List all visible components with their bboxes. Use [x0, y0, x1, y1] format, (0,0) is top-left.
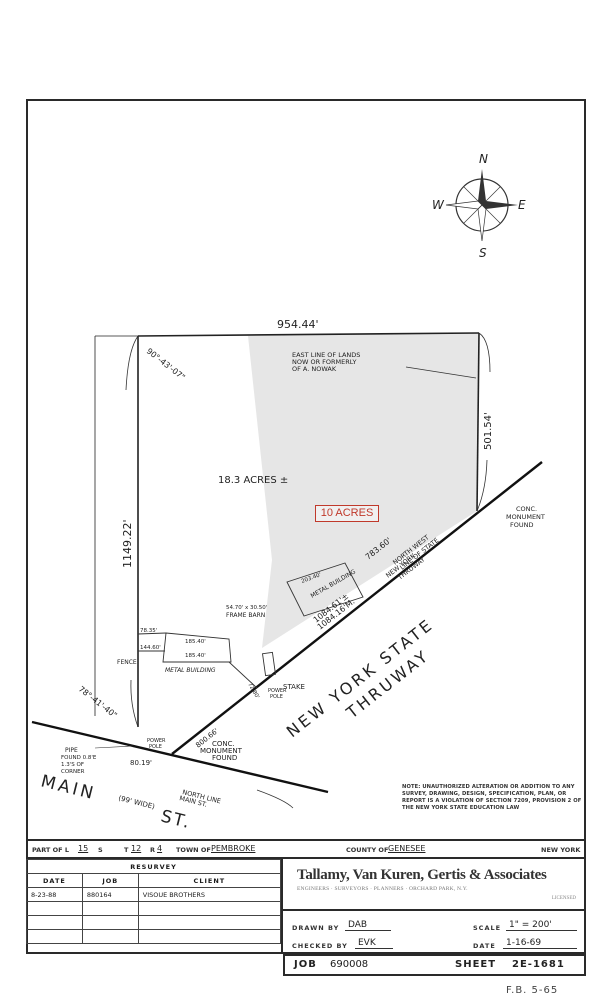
legal-note: NOTE: UNAUTHORIZED ALTERATION OR ADDITIO… — [402, 784, 582, 811]
table-row — [26, 929, 282, 944]
firm-license: LICENSED — [551, 896, 576, 901]
metal-building-west — [162, 632, 232, 663]
metal-building-east — [286, 562, 364, 617]
svg-text:E: E — [518, 198, 526, 212]
frame-barn — [262, 651, 276, 677]
svg-text:185.40': 185.40' — [185, 653, 206, 659]
svg-text:METAL BUILDING: METAL BUILDING — [165, 667, 216, 674]
table-row — [26, 915, 282, 930]
svg-text:ST.: ST. — [159, 806, 193, 833]
compass-rose-icon: N S E W — [432, 152, 526, 260]
firm-name: Tallamy, Van Kuren, Gertis & Associates — [297, 867, 547, 883]
nowak-arrow — [405, 366, 477, 379]
firm-block: Tallamy, Van Kuren, Gertis & Associates … — [283, 859, 586, 911]
svg-text:POWER: POWER — [268, 688, 287, 694]
table-row — [26, 901, 282, 916]
svg-text:78.35': 78.35' — [140, 628, 157, 634]
svg-text:FRAME BARN: FRAME BARN — [226, 612, 265, 619]
svg-text:FOUND 0.8'E: FOUND 0.8'E — [61, 755, 97, 761]
svg-text:CORNER: CORNER — [61, 769, 85, 775]
thruway-line — [171, 461, 543, 755]
main-st-label: MAIN — [39, 771, 98, 804]
svg-text:MONUMENT: MONUMENT — [200, 747, 243, 755]
ten-acres-label: 10 ACRES — [315, 505, 379, 522]
location-bar: PART OF L 15 S T 12 R 4 TOWN OF PEMBROKE… — [26, 839, 586, 859]
west-line-dim: 1149.22' — [121, 519, 134, 568]
survey-sheet-border — [26, 99, 586, 954]
buildings — [137, 562, 364, 689]
area-label: 18.3 ACRES ± — [218, 475, 288, 486]
svg-text:FENCE: FENCE — [117, 659, 137, 666]
northwest-angle: 90°-43'-07" — [145, 346, 187, 382]
svg-text:N: N — [479, 152, 488, 166]
svg-text:54.70' x 30.50': 54.70' x 30.50' — [226, 605, 267, 611]
svg-text:CONC.: CONC. — [212, 740, 235, 748]
monument-ne-note: CONC. MONUMENT FOUND — [506, 505, 547, 529]
parcel-boundary — [94, 332, 480, 727]
svg-text:POLE: POLE — [149, 744, 162, 750]
nowak-note: EAST LINE OF LANDS NOW OR FORMERLY OF A.… — [292, 351, 363, 373]
svg-text:S: S — [479, 246, 487, 260]
svg-text:W: W — [432, 198, 445, 212]
svg-text:144.60': 144.60' — [140, 645, 161, 651]
svg-text:STAKE: STAKE — [283, 683, 305, 691]
main-st-north-line — [31, 720, 329, 794]
job-bar: JOB 690008 SHEET 2E-1681 — [283, 954, 586, 976]
svg-text:80.19': 80.19' — [130, 759, 152, 767]
shaded-parcel-area — [248, 333, 479, 648]
svg-text:PIPE: PIPE — [65, 747, 78, 754]
svg-text:1.3'S OF: 1.3'S OF — [61, 762, 84, 768]
southwest-angle: 78°-41'-40" — [77, 684, 119, 720]
east-line-dim: 501.54' — [483, 412, 494, 450]
north-line-dim: 954.44' — [277, 318, 319, 331]
signoff-block: DRAWN BY DAB CHECKED BY EVK SCALE 1" = 2… — [283, 911, 586, 954]
angle-arcs — [125, 332, 491, 809]
svg-text:(99' WIDE): (99' WIDE) — [118, 794, 156, 811]
thruway-label-1: NEW YORK STATE — [283, 614, 438, 741]
svg-text:185.40': 185.40' — [185, 639, 206, 645]
field-book-ref: F.B. 5-65 — [506, 985, 559, 996]
svg-text:FOUND: FOUND — [212, 754, 237, 762]
svg-text:POLE: POLE — [270, 694, 283, 700]
svg-text:POWER: POWER — [147, 738, 166, 744]
firm-address: ENGINEERS · SURVEYORS · PLANNERS · ORCHA… — [297, 886, 468, 892]
